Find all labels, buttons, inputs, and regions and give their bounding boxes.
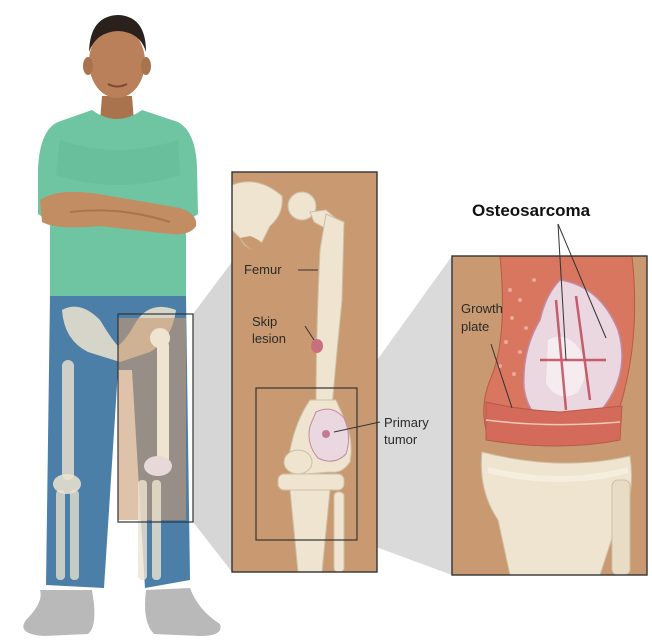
label-skip-lesion-2: lesion [252, 331, 286, 346]
femur-panel [232, 172, 377, 572]
left-shoe [23, 590, 94, 636]
person-figure [23, 15, 220, 636]
label-femur: Femur [244, 262, 282, 277]
label-primary-tumor-1: Primary [384, 415, 429, 430]
label-skip-lesion-1: Skip [252, 314, 277, 329]
skip-lesion-mark [311, 339, 323, 353]
label-primary-tumor-2: tumor [384, 432, 418, 447]
label-growth-plate-1: Growth [461, 301, 503, 316]
title-osteosarcoma: Osteosarcoma [472, 201, 591, 220]
right-shoe [145, 588, 221, 636]
label-growth-plate-2: plate [461, 319, 489, 334]
